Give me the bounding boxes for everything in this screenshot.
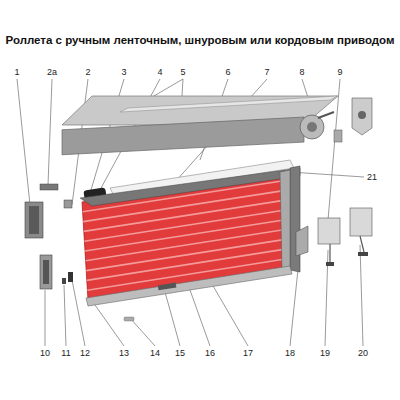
- callout-number: 6: [224, 67, 231, 77]
- callout-number: 3: [120, 67, 127, 77]
- callout-number: 20: [357, 348, 369, 358]
- callout-number: 9: [336, 67, 343, 77]
- slat-line: [86, 239, 290, 271]
- callout-number: 8: [298, 67, 305, 77]
- callout-number: 11: [60, 348, 71, 358]
- slat-line: [86, 229, 290, 261]
- slat-line: [84, 209, 290, 241]
- callout-number: 7: [263, 67, 270, 77]
- callout-number: 10: [39, 348, 51, 358]
- callout-number: 13: [118, 348, 130, 358]
- diagram-title: Роллета с ручным ленточным, шнуровым или…: [0, 34, 400, 46]
- callout-number: 16: [204, 348, 216, 358]
- slat-line: [85, 219, 290, 251]
- callout-number: 21: [366, 172, 378, 182]
- leader-lines: [17, 79, 364, 346]
- callout-number: 2а: [46, 67, 58, 77]
- callout-number: 15: [174, 348, 186, 358]
- callout-number: 1: [13, 67, 20, 77]
- callout-number: 17: [242, 348, 254, 358]
- callout-number: 5: [179, 67, 186, 77]
- callout-number: 14: [149, 348, 161, 358]
- callout-number: 18: [284, 348, 296, 358]
- callout-number: 2: [84, 67, 91, 77]
- callout-number: 4: [156, 67, 163, 77]
- slat-line: [84, 199, 290, 231]
- callout-number: 12: [79, 348, 91, 358]
- callout-number: 19: [319, 348, 331, 358]
